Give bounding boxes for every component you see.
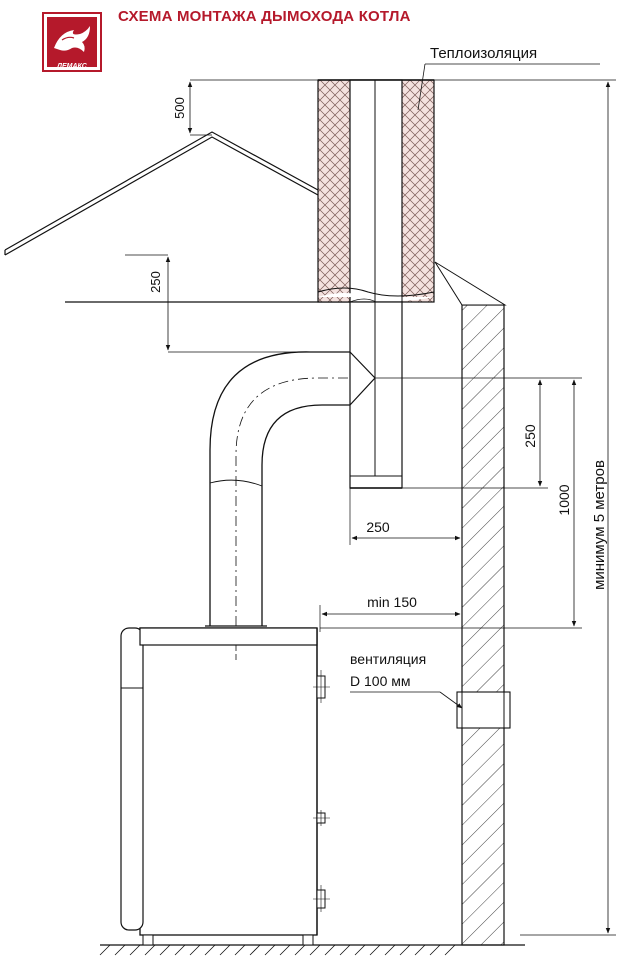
dimension-min150: min 150 [319,594,461,632]
roof [4,131,319,256]
ground-line [99,944,525,956]
insulated-chimney [317,79,435,303]
ventilation-label-line1: вентиляция [350,651,426,667]
ventilation-label-line2: D 100 мм [350,673,411,689]
logo-text: ЛЕМАКС [57,63,87,70]
elbow-pipe [205,351,350,627]
dim-250-roof-label: 250 [148,271,163,293]
dim-1000-label: 1000 [556,484,572,515]
dimension-250-roof: 250 [125,254,310,353]
ventilation-callout: вентиляция D 100 мм [350,651,463,709]
min5m-label: минимум 5 метров [591,460,608,590]
lemax-logo: ЛЕМАКС [40,10,104,74]
dim-250-right-label: 250 [522,424,538,448]
dim-250-bottom-label: 250 [366,519,390,535]
logo-emblem-icon [40,10,104,74]
ventilation-pipe [456,691,511,729]
dimension-1000: 1000 [320,377,582,629]
dimension-250-right: 250 [402,379,548,489]
page-title: СХЕМА МОНТАЖА ДЫМОХОДА КОТЛА [118,8,411,25]
insulation-label: Теплоизоляция [430,45,537,62]
dim-500-label: 500 [172,97,187,119]
dim-min150-label: min 150 [367,594,417,610]
dimension-500: 500 [172,79,318,136]
dimension-250-bottom: 250 [349,488,461,545]
dimension-min5m: минимум 5 метров [434,79,616,936]
brick-wall [461,304,505,946]
lower-pipe-section [349,298,403,489]
boiler [120,627,330,946]
wall-cap [434,261,507,306]
insulation-callout: Теплоизоляция [417,45,600,111]
